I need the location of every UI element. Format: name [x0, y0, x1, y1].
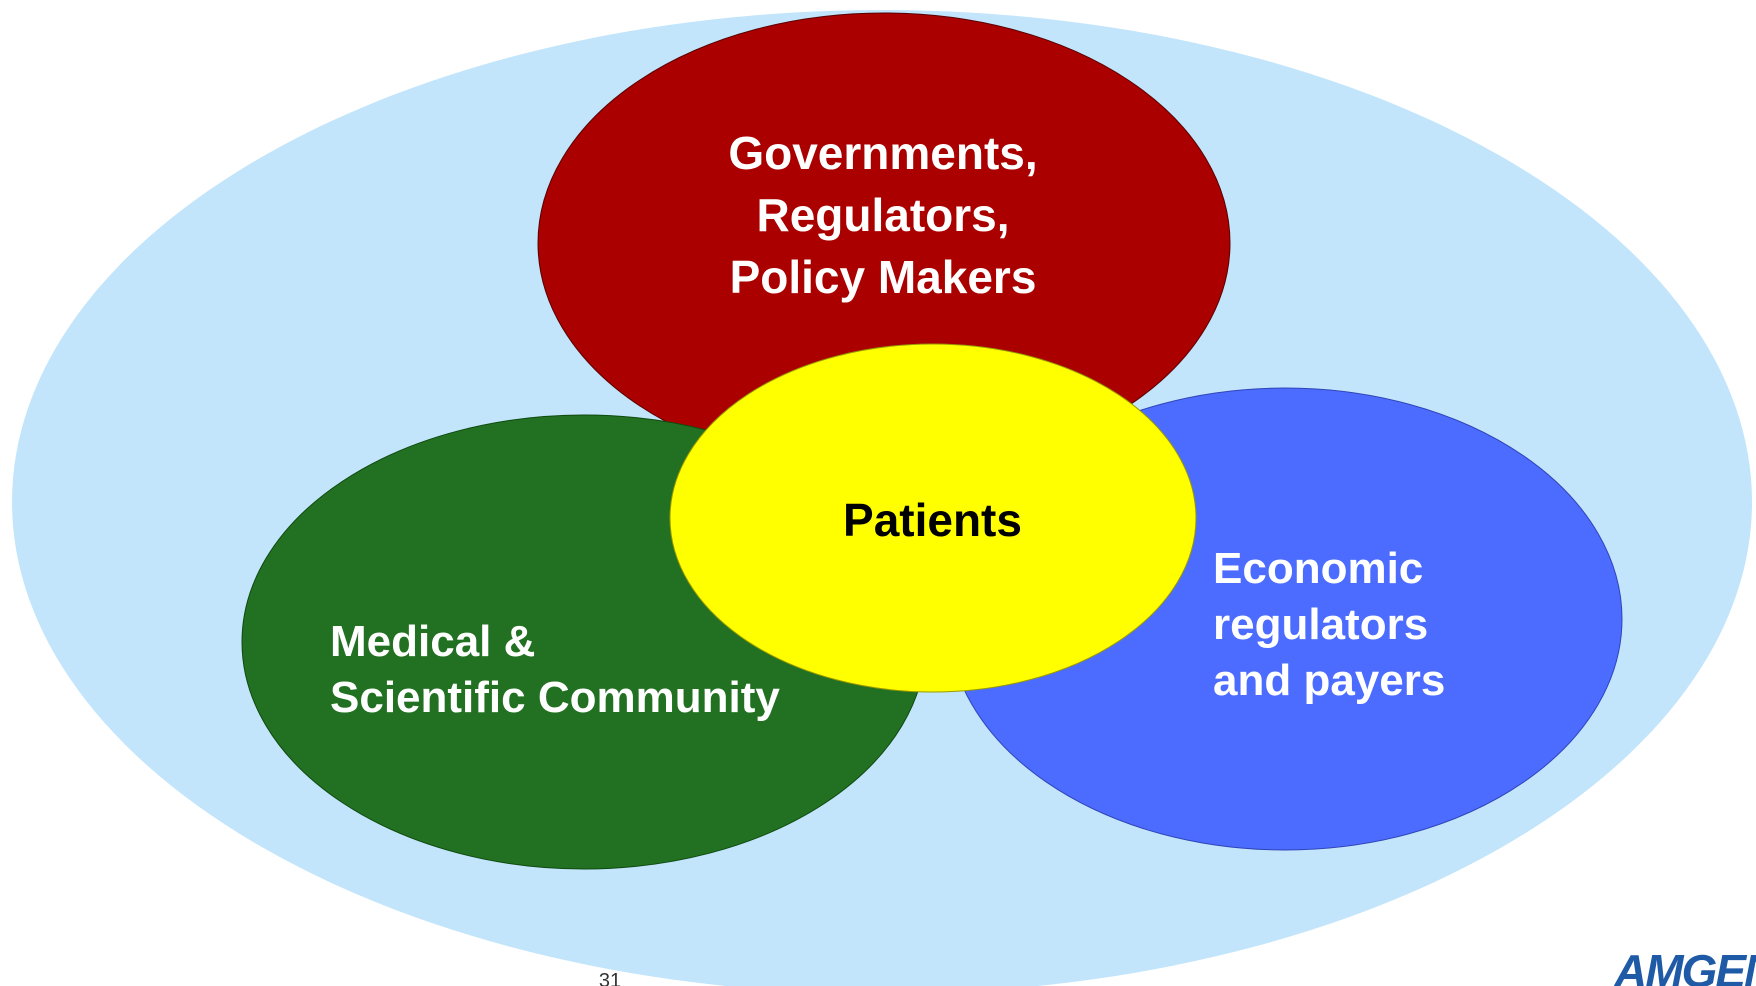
ellipse-patients [669, 343, 1197, 693]
amgen-logo: AMGEN [1614, 948, 1756, 986]
label-patients: Patients [843, 494, 1022, 546]
label-economic-regulators: Economic regulators and payers [1213, 544, 1446, 705]
label-governments: Governments, Regulators, Policy Makers [728, 127, 1038, 303]
label-medical-community: Medical & Scientific Community [330, 617, 780, 722]
page-number: 31 [598, 970, 622, 986]
